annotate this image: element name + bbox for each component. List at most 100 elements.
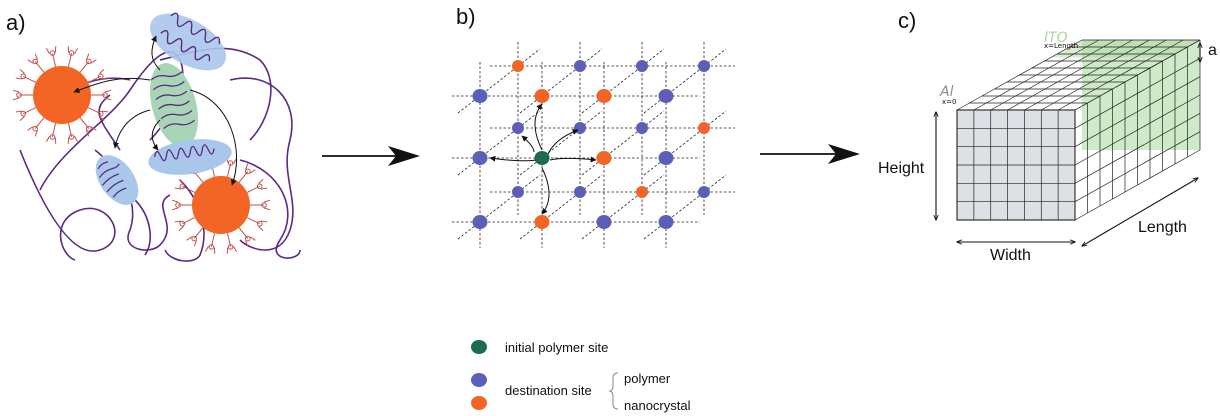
ligand-tail — [27, 59, 34, 64]
lattice-site-front — [596, 89, 612, 103]
lattice-site-front — [658, 151, 674, 165]
ito-position-label: x=Length — [1044, 42, 1078, 50]
lattice-line — [581, 48, 665, 114]
ligand-tail — [19, 115, 25, 121]
length-label: Length — [1138, 219, 1187, 236]
ligand-head — [20, 110, 27, 117]
lattice-line — [643, 48, 727, 114]
ligand-head — [32, 58, 38, 65]
lattice-site-back — [574, 60, 586, 72]
ligand-tail — [99, 115, 105, 121]
ligand-head — [179, 183, 186, 190]
lattice-site-front — [472, 215, 488, 229]
ligand-tail — [245, 163, 249, 170]
panel-b-lattice — [452, 42, 735, 248]
ligand-tail — [263, 199, 271, 203]
ligand-head — [227, 244, 234, 250]
ito-electrode-face — [1082, 40, 1200, 150]
lattice-line — [519, 174, 603, 240]
ligand-tail — [178, 225, 184, 231]
polymer-domain-left — [95, 155, 139, 205]
lattice-line — [581, 174, 665, 240]
legend-destination-label: destination site — [505, 383, 592, 398]
ligand-tail — [249, 169, 256, 174]
ligand-head — [256, 183, 263, 190]
ligand-tail — [204, 246, 209, 252]
ligand-head — [102, 92, 108, 98]
ligand-head — [16, 92, 22, 98]
ligand-head — [191, 235, 197, 242]
lattice-site-back — [512, 186, 524, 198]
lattice-line — [643, 174, 727, 240]
ligand-tail — [74, 48, 79, 54]
legend-nanocrystal-label: nanocrystal — [624, 398, 691, 413]
ligand-head — [49, 50, 56, 56]
ligand-tail — [171, 207, 179, 211]
lattice-site-back — [512, 122, 524, 134]
ligand-tail — [34, 53, 38, 60]
ligand-tail — [12, 89, 20, 93]
ligand-head — [49, 134, 56, 140]
ligand-head — [68, 50, 75, 56]
ligand-tail — [186, 236, 193, 241]
legend: initial polymer site destination site po… — [471, 340, 691, 413]
ligand-head — [261, 202, 267, 208]
legend-polymer-marker — [471, 373, 487, 387]
ligand-tail — [104, 97, 112, 101]
ligand-tail — [193, 240, 197, 247]
ligand-head — [208, 244, 215, 250]
lattice-line — [643, 110, 727, 176]
hop-arrow — [534, 103, 543, 151]
ligand-tail — [101, 77, 109, 80]
ligand-tail — [90, 126, 97, 131]
ligand-tail — [174, 187, 182, 190]
lattice-site-front — [596, 215, 612, 229]
lattice-site-front — [534, 151, 550, 165]
ligand-tail — [15, 77, 23, 80]
polymer-domain-center-green — [150, 63, 198, 147]
ligand-head — [86, 58, 92, 65]
width-label: Width — [990, 247, 1031, 264]
panel-a-morphology — [12, 12, 301, 262]
ligand-tail — [171, 199, 179, 203]
lattice-site-front — [596, 151, 612, 165]
lattice-line — [519, 48, 603, 114]
hopping-arrows-a — [73, 35, 238, 186]
hop-arrow — [541, 167, 550, 215]
lattice-site-back — [698, 122, 710, 134]
al-label: Al — [939, 84, 954, 100]
lattice-site-back — [512, 60, 524, 72]
nanocrystal-1 — [12, 46, 112, 144]
al-position-label: x=0 — [942, 98, 956, 106]
ligand-head — [256, 220, 263, 227]
legend-initial-label: initial polymer site — [505, 340, 608, 355]
ligand-tail — [258, 225, 264, 231]
legend-brace — [608, 372, 619, 410]
lattice-site-back — [698, 60, 710, 72]
transition-arrow-1 — [322, 146, 420, 166]
panel-a-label: a) — [6, 10, 26, 35]
ligand-tail — [249, 236, 256, 241]
ligand-tail — [90, 59, 97, 64]
ligand-tail — [45, 48, 50, 54]
legend-polymer-label: polymer — [624, 371, 671, 386]
ligand-tail — [15, 110, 23, 113]
ligand-tail — [233, 246, 238, 252]
ligand-tail — [86, 130, 90, 137]
lattice-spacing-label: a — [1208, 42, 1217, 59]
ligand-tail — [174, 220, 182, 223]
ligand-tail — [245, 240, 249, 247]
ligand-tail — [45, 136, 50, 142]
lattice-line — [457, 110, 541, 176]
ligand-head — [20, 73, 27, 80]
ligand-head — [175, 202, 181, 208]
lattice-site-front — [658, 215, 674, 229]
ligand-tail — [178, 179, 184, 185]
ligand-tail — [99, 69, 105, 75]
ligand-tail — [104, 89, 112, 93]
ligand-tail — [260, 220, 268, 223]
ligand-tail — [34, 130, 38, 137]
ligand-tail — [27, 126, 34, 131]
lattice-site-back — [636, 186, 648, 198]
